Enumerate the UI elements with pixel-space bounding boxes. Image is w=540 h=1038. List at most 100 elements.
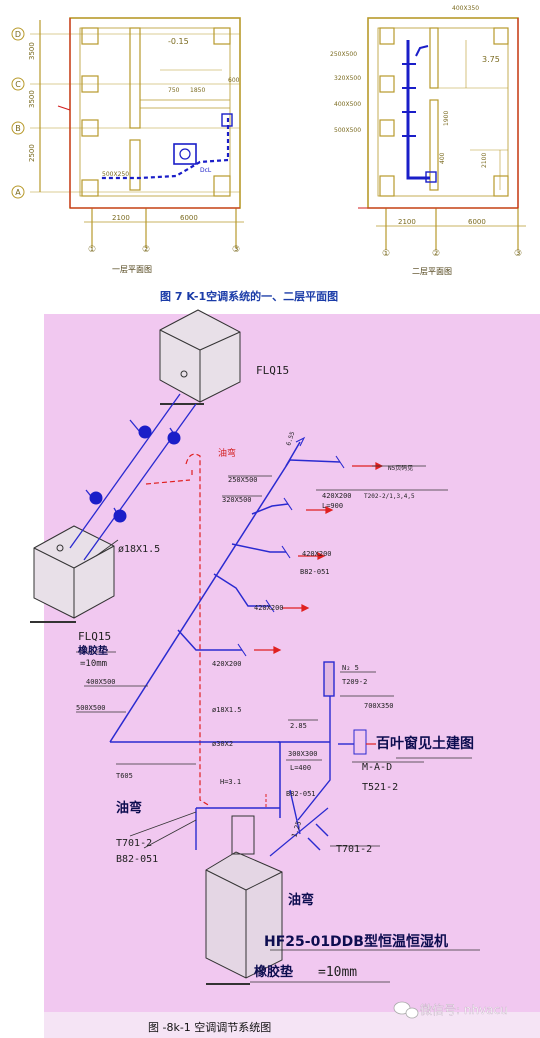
label-oil-bend-right: 油弯	[288, 892, 314, 908]
flq15-top-edge	[199, 331, 241, 351]
label-t209: T209-2	[342, 678, 367, 686]
return-duct-lower	[289, 789, 301, 835]
branch-duct	[231, 543, 286, 553]
plan1-col-label: ①	[88, 245, 96, 255]
return-duct	[269, 661, 354, 857]
label-duct-300-len: L=400	[290, 764, 311, 772]
leader	[143, 819, 197, 849]
plan1-title: 一层平面图	[112, 265, 152, 274]
leader	[129, 811, 197, 837]
label-b82-left: B82-051	[116, 854, 158, 865]
plan1-row-bubble	[11, 27, 25, 41]
plan2-duct-top	[415, 45, 429, 57]
plan2-col-dim: 2100	[398, 218, 416, 226]
duct-mark	[307, 837, 321, 851]
plan2-col-label: ③	[514, 249, 522, 259]
hvac-unit-box	[205, 851, 283, 979]
plan2-partition	[429, 27, 439, 89]
plan1-row-dim: 3500	[28, 42, 36, 60]
watermark: 微信号: nhvacu	[393, 1001, 508, 1019]
branch-duct	[177, 629, 242, 651]
top-caption: 图 7 K-1空调系统的一、二层平面图	[160, 289, 338, 303]
label-level-top: 6.55	[285, 430, 296, 446]
leader	[95, 539, 119, 557]
plan1-partition	[129, 139, 141, 191]
plan1-col-dim: 6000	[180, 214, 198, 222]
diagram-labels: FLQ15 FLQ15 橡胶垫 =10mm ø18X1.5 油弯 6.55 25…	[76, 364, 474, 980]
label-branch: 420X200	[212, 660, 242, 668]
flq15-top-port	[180, 370, 188, 378]
water-pipe-1	[69, 393, 181, 549]
diagram-background	[44, 314, 540, 1038]
plan1-unit-circle	[179, 148, 191, 160]
leader-lines	[76, 465, 480, 983]
plan2-duct-label: 400X500	[334, 101, 361, 108]
label-branch: 420X200	[254, 604, 284, 612]
label-duct: 500X500	[76, 704, 106, 712]
plan2-duct-main	[406, 40, 430, 180]
condensate-horizontal	[145, 479, 191, 485]
plan2-riser	[425, 171, 437, 183]
plan2-col-label: ①	[382, 249, 390, 259]
label-louver: 百叶窗见土建图	[376, 735, 474, 752]
diffuser-mark	[237, 643, 247, 657]
flq15-top-edge	[159, 329, 201, 351]
plan1-dim: 600	[228, 77, 240, 84]
plan2-duct-label: 500X500	[334, 127, 361, 134]
system-diagram: FLQ15 FLQ15 橡胶垫 =10mm ø18X1.5 油弯 6.55 25…	[30, 309, 540, 1038]
plan1-inner-wall	[79, 27, 231, 197]
hvac-unit-edge	[205, 869, 247, 891]
plan1-dim: 750	[168, 87, 180, 94]
plan2-dim: 1900	[443, 111, 450, 126]
label-duct: 320X500	[222, 496, 252, 504]
plan2-red-lines	[358, 18, 519, 209]
label-ns: N₂ 5	[342, 664, 359, 672]
hvac-unit-edge	[245, 871, 283, 891]
hvac-unit	[195, 794, 283, 985]
label-oil-bend-top: 油弯	[218, 447, 236, 459]
louver-frame	[353, 729, 367, 755]
plan2-partition	[429, 99, 439, 191]
plan2-title: 二层平面图	[412, 267, 452, 276]
plan1-column	[213, 175, 231, 197]
label-pipe-18: ø18X1.5	[212, 706, 242, 714]
caption-strip	[44, 1012, 540, 1038]
label-pipe: ø18X1.5	[118, 544, 160, 555]
flow-arrow-head	[317, 552, 326, 560]
valve-icon	[113, 509, 127, 523]
louver-box	[323, 661, 335, 697]
plan2-col-dim: 6000	[468, 218, 486, 226]
flq15-bottom-edge	[73, 545, 115, 569]
label-t521: T521-2	[362, 782, 398, 793]
plan1-riser	[221, 113, 233, 127]
label-pipe-30: ø30X2	[212, 740, 233, 748]
plan1-col-label: ③	[232, 245, 240, 255]
plan1-row-label: C	[15, 80, 21, 89]
plan1-row-bubble	[11, 121, 25, 135]
plan1-row-bubble	[11, 185, 25, 199]
flow-arrow-head	[325, 506, 334, 514]
label-mad: M-A-D	[362, 762, 392, 773]
plan2-texts: 400X350 250X500 320X500 400X500 500X500 …	[330, 5, 522, 276]
plan2-column	[379, 119, 395, 137]
label-branch: 420X200	[302, 550, 332, 558]
label-flq15-bottom: FLQ15	[78, 630, 111, 643]
plan2-duct-label: 320X500	[334, 75, 361, 82]
plan2-column	[379, 75, 395, 93]
branch-duct	[251, 503, 289, 515]
plan2-dim: 400	[439, 152, 446, 164]
plan2-column	[493, 175, 509, 197]
top-floor-plans: D C B A 3500 3500 2500 -0.15 750 1850 60…	[0, 0, 540, 308]
plan1-column	[81, 75, 99, 93]
label-duct-300: 300X300	[288, 750, 318, 758]
plan1-column	[81, 27, 99, 45]
valve-icon	[138, 425, 152, 439]
plan1-row-bubble	[11, 77, 25, 91]
plan1-duct	[100, 113, 233, 180]
plan1-unit-label: 500X250	[102, 171, 129, 178]
plan2-duct-label: 250X500	[330, 51, 357, 58]
plan1-row-label: A	[15, 188, 21, 197]
plan1-texts: D C B A 3500 3500 2500 -0.15 750 1850 60…	[11, 27, 240, 274]
label-b82-mid: B82-051	[286, 790, 316, 798]
branch-riser-top	[285, 441, 301, 467]
